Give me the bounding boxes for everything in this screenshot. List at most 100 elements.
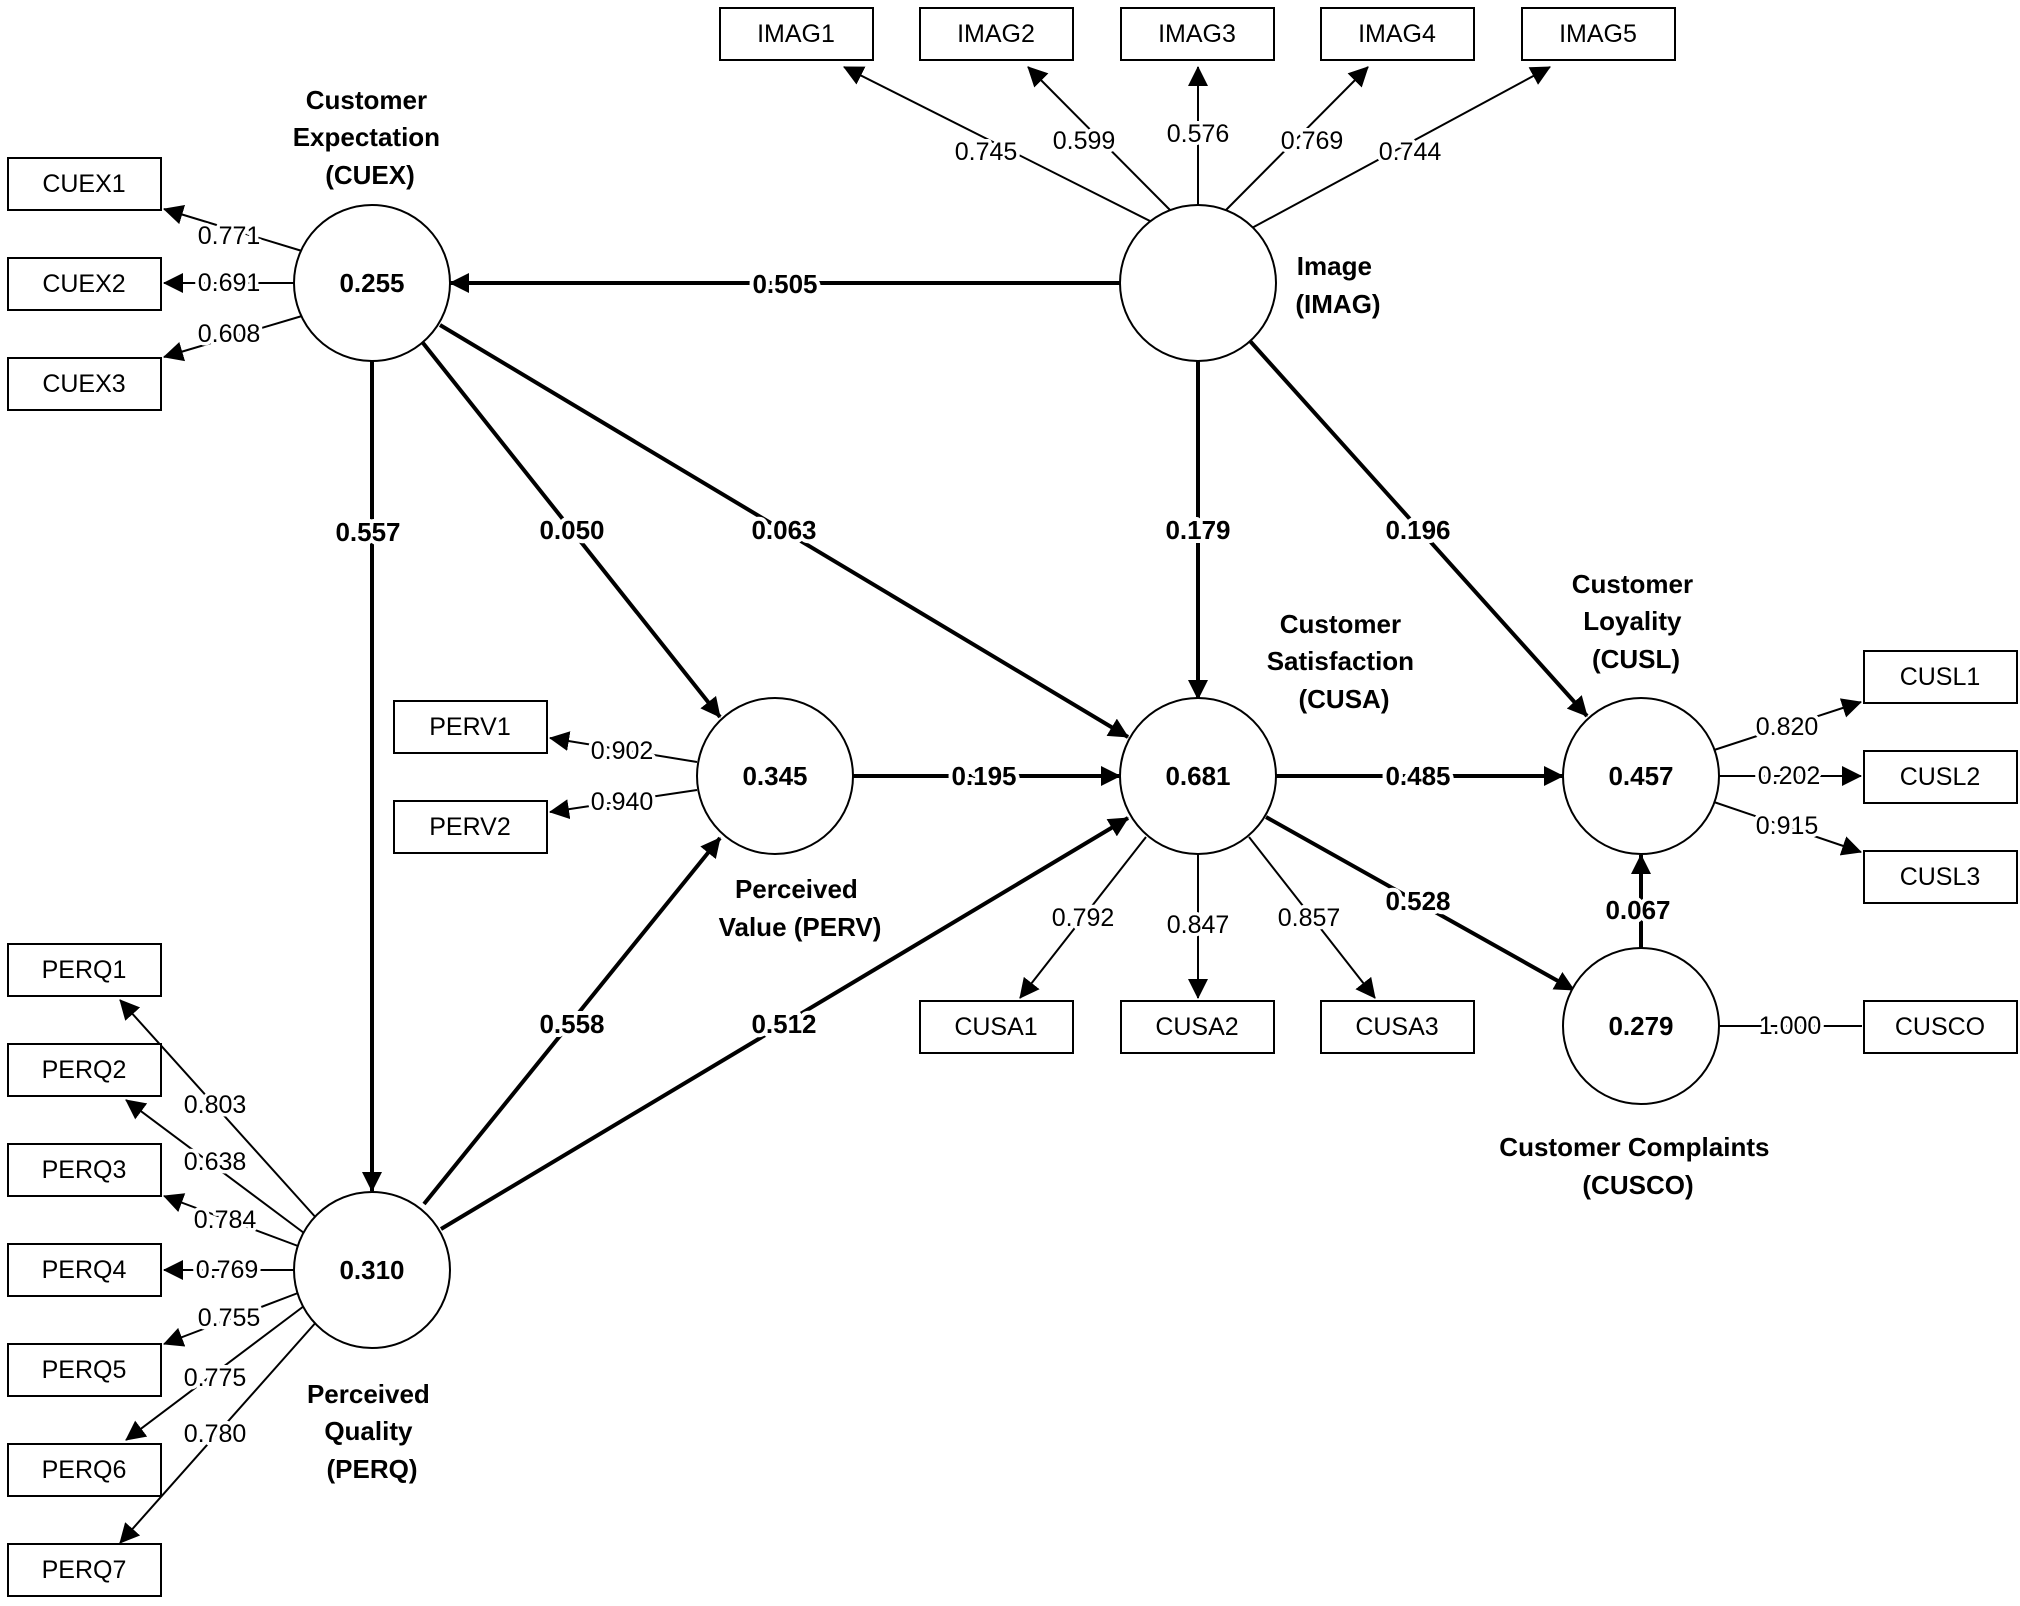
loading-cuex3: 0.608 — [198, 320, 261, 348]
box-imag1 — [719, 7, 874, 61]
link-perq2 — [125, 1099, 305, 1234]
loading-imag3: 0.576 — [1167, 120, 1230, 148]
loading-cuex1: 0.771 — [198, 222, 261, 250]
construct-names: Customer Expectation (CUEX) Image (IMAG)… — [293, 85, 1776, 1484]
coef-imag-cusa: 0.179 — [1165, 515, 1230, 545]
construct-cuex — [293, 204, 451, 362]
loading-perq4: 0.769 — [196, 1256, 259, 1284]
box-cusl2 — [1863, 750, 2018, 804]
indicator-label-cusa3: CUSA3 — [1355, 1013, 1438, 1041]
box-perq5 — [7, 1343, 162, 1397]
coef-perq-cusa: 0.512 — [751, 1009, 816, 1039]
box-perv1 — [393, 700, 548, 754]
link-perq3 — [163, 1193, 299, 1247]
path-perq-cusa — [439, 816, 1130, 1231]
link-cusl3 — [1707, 799, 1862, 856]
indicator-label-imag4: IMAG4 — [1358, 20, 1436, 48]
construct-name-cusa: Customer Satisfaction (CUSA) — [1267, 609, 1422, 714]
construct-cusl — [1562, 697, 1720, 855]
box-cuex3 — [7, 357, 162, 411]
coef-cusa-cusl: 0.485 — [1385, 761, 1450, 791]
construct-name-cusco: Customer Complaints (CUSCO) — [1499, 1132, 1776, 1200]
link-imag4 — [1223, 66, 1369, 213]
link-perq6 — [125, 1305, 305, 1441]
construct-imag — [1119, 204, 1277, 362]
box-perq1 — [7, 943, 162, 997]
loading-imag5: 0.744 — [1379, 138, 1442, 166]
indicator-label-imag1: IMAG1 — [757, 20, 835, 48]
r2-perv: 0.345 — [742, 761, 807, 791]
r2-perq: 0.310 — [339, 1255, 404, 1285]
box-cusco — [1863, 1000, 2018, 1054]
loading-cusa3: 0.857 — [1278, 904, 1341, 932]
construct-name-perq: Perceived Quality (PERQ) — [307, 1379, 437, 1484]
box-cusa2 — [1120, 1000, 1275, 1054]
loading-imag1: 0.745 — [955, 138, 1018, 166]
loading-cusl1: 0.820 — [1756, 713, 1819, 741]
construct-name-perv: Perceived Value (PERV) — [719, 874, 882, 942]
link-cuex3 — [163, 315, 303, 362]
indicator-boxes — [7, 7, 2018, 1597]
link-perq7 — [119, 1319, 319, 1544]
loading-perq2: 0.638 — [184, 1148, 247, 1176]
link-imag2 — [1027, 66, 1173, 213]
construct-name-cuex: Customer Expectation (CUEX) — [293, 85, 448, 190]
link-imag1 — [843, 66, 1153, 223]
link-cuex1 — [163, 204, 303, 252]
indicator-label-cusa1: CUSA1 — [954, 1013, 1037, 1041]
coef-cuex-perq: 0.557 — [335, 517, 400, 547]
box-cusa3 — [1320, 1000, 1475, 1054]
loading-cusa1: 0.792 — [1052, 904, 1115, 932]
box-cusa1 — [919, 1000, 1074, 1054]
link-perv2 — [549, 789, 698, 820]
loading-labels: 0.745 0.599 0.576 0.769 0.744 0.771 0.69… — [180, 117, 1825, 1452]
indicator-label-perq5: PERQ5 — [42, 1356, 127, 1384]
loading-cusl3: 0.915 — [1756, 812, 1819, 840]
coef-cuex-perv: 0.050 — [539, 515, 604, 545]
path-coefficient-labels: 0.505 0.179 0.196 0.557 0.050 0.063 0.19… — [331, 265, 1674, 1043]
indicator-label-cuex2: CUEX2 — [42, 270, 125, 298]
construct-cusco — [1562, 947, 1720, 1105]
loading-cusco: 1.000 — [1759, 1012, 1822, 1040]
r2-labels: 0.255 0.345 0.681 0.457 0.279 0.310 — [339, 268, 1673, 1285]
indicator-label-imag2: IMAG2 — [957, 20, 1035, 48]
indicator-label-imag5: IMAG5 — [1559, 20, 1637, 48]
path-cusa-cusco — [1265, 815, 1575, 992]
box-cusl1 — [1863, 650, 2018, 704]
box-imag4 — [1320, 7, 1475, 61]
indicator-label-perv2: PERV2 — [429, 813, 511, 841]
loading-imag4: 0.769 — [1281, 127, 1344, 155]
coef-cusa-cusco: 0.528 — [1385, 886, 1450, 916]
box-perq7 — [7, 1543, 162, 1597]
indicator-label-perq1: PERQ1 — [42, 956, 127, 984]
coef-imag-cusl: 0.196 — [1385, 515, 1450, 545]
link-cusa3 — [1248, 836, 1376, 999]
indicator-label-cusl1: CUSL1 — [1900, 663, 1981, 691]
box-perv2 — [393, 800, 548, 854]
loading-perq3: 0.784 — [194, 1206, 257, 1234]
path-perq-perv — [422, 836, 722, 1206]
indicator-label-perq6: PERQ6 — [42, 1456, 127, 1484]
path-cuex-perv — [421, 341, 722, 719]
box-perq6 — [7, 1443, 162, 1497]
indicator-label-cusl3: CUSL3 — [1900, 863, 1981, 891]
construct-perv — [696, 697, 854, 855]
indicator-label-cusa2: CUSA2 — [1155, 1013, 1238, 1041]
link-perq5 — [163, 1292, 299, 1347]
loading-perq6: 0.775 — [184, 1364, 247, 1392]
loading-perv2: 0.940 — [591, 788, 654, 816]
loading-cusa2: 0.847 — [1167, 911, 1230, 939]
coef-cuex-cusa: 0.063 — [751, 515, 816, 545]
box-cuex1 — [7, 157, 162, 211]
indicator-label-perq7: PERQ7 — [42, 1556, 127, 1584]
construct-circles — [293, 204, 1720, 1349]
box-perq4 — [7, 1243, 162, 1297]
loading-perq1: 0.803 — [184, 1091, 247, 1119]
coef-perv-cusa: 0.195 — [951, 761, 1016, 791]
link-imag5 — [1249, 66, 1551, 230]
coef-perq-perv: 0.558 — [539, 1009, 604, 1039]
r2-cusco: 0.279 — [1608, 1011, 1673, 1041]
coef-cusco-cusl: 0.067 — [1605, 895, 1670, 925]
r2-cusl: 0.457 — [1608, 761, 1673, 791]
